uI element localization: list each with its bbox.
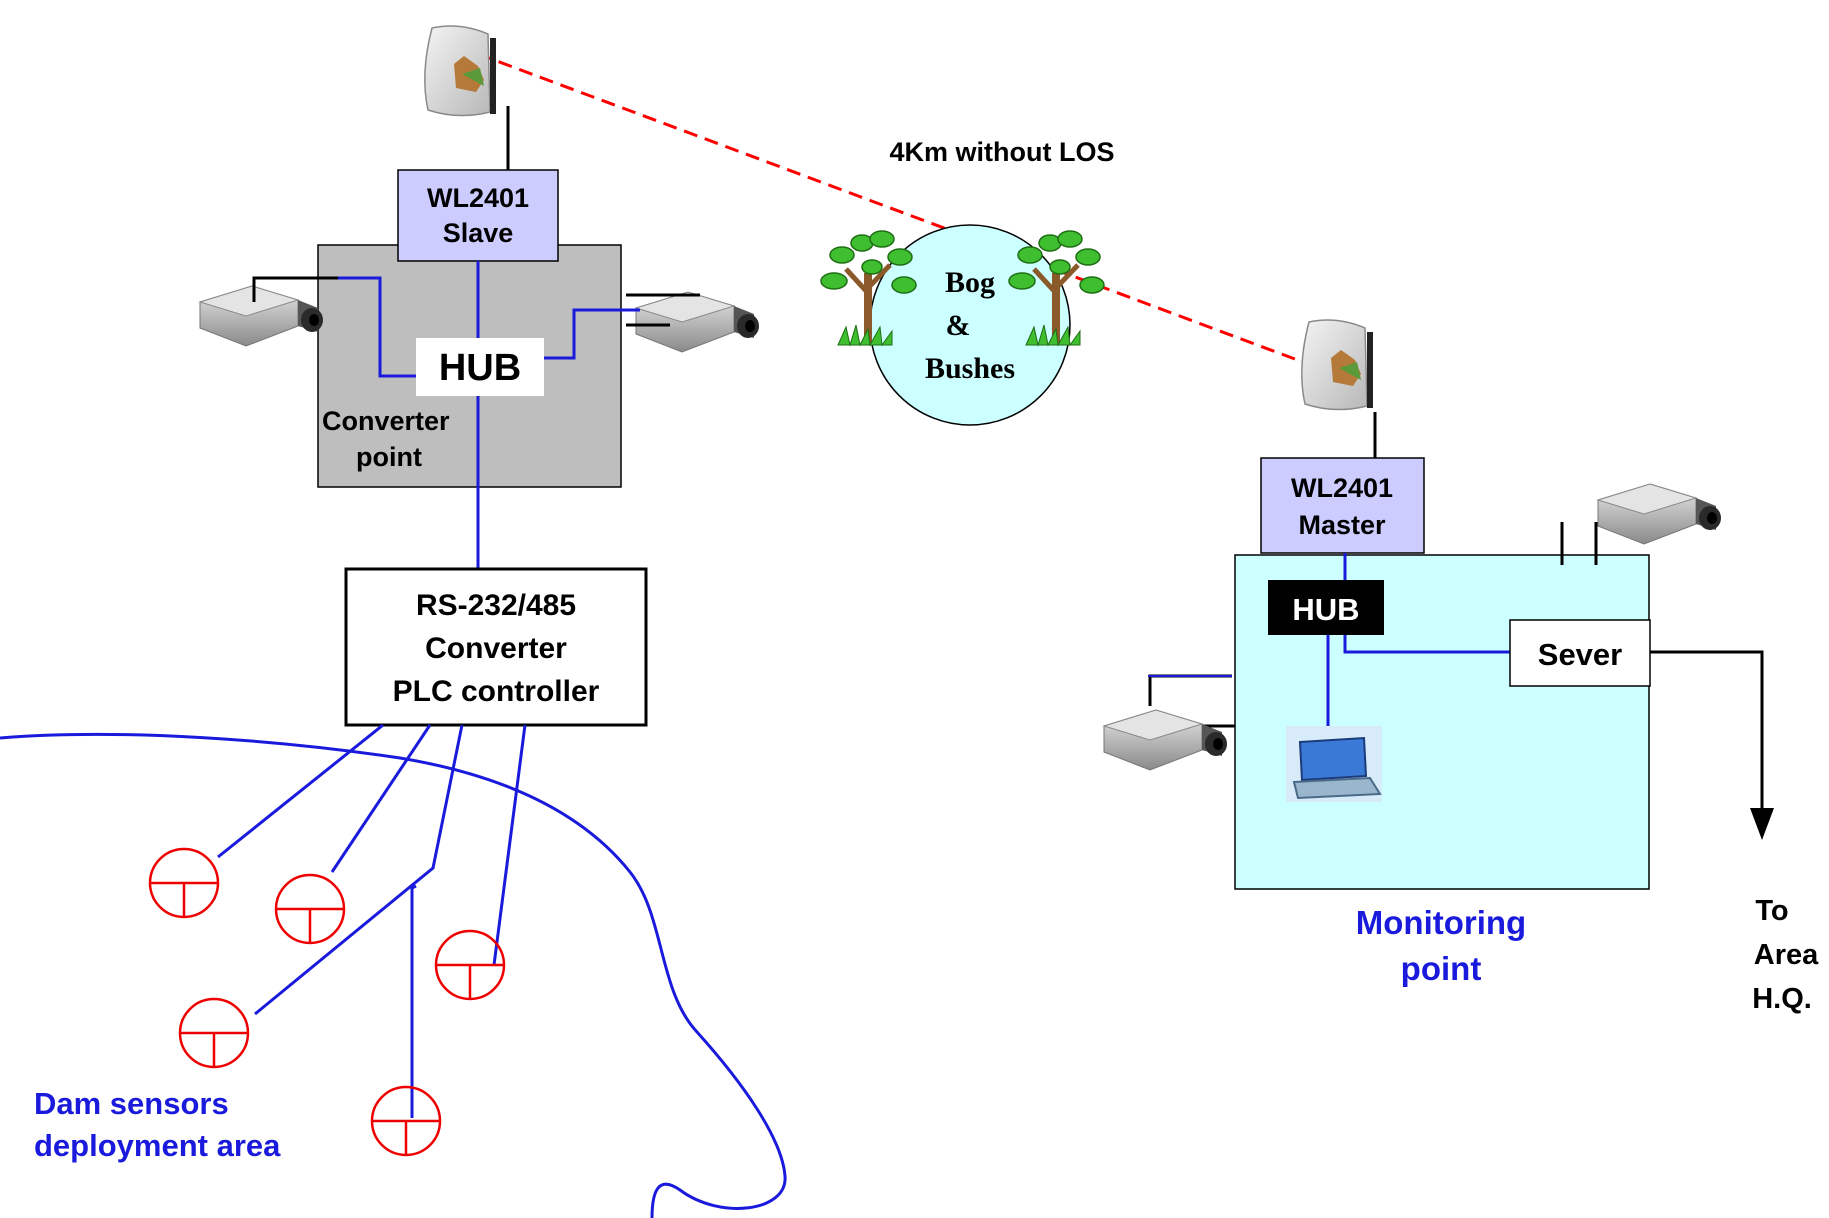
slave-radio-model: WL2401	[427, 183, 529, 213]
destination-line1: To	[1755, 895, 1788, 927]
camera-icon	[635, 291, 760, 353]
converter-point-subtitle: point	[356, 442, 422, 472]
plc-interface-label: RS-232/485	[416, 589, 576, 622]
monitoring-point-title: Monitoring	[1356, 904, 1526, 941]
obstacle-subtitle: Bushes	[925, 352, 1015, 385]
sensor-icon	[148, 847, 220, 919]
obstacle-title: Bog	[945, 266, 995, 299]
link-distance-label: 4Km without LOS	[890, 137, 1115, 167]
camera-icon	[199, 285, 324, 347]
destination-line3: H.Q.	[1752, 983, 1812, 1015]
monitoring-point-subtitle: point	[1401, 950, 1482, 987]
dam-boundary-line	[0, 732, 787, 1218]
plc-controller-label: PLC controller	[393, 675, 600, 708]
sensor-icon	[370, 1085, 442, 1157]
slave-radio-box	[397, 169, 559, 262]
sensors-area-title: Dam sensors	[34, 1086, 229, 1121]
obstacle-connector: &	[946, 309, 971, 342]
master-radio-role: Master	[1298, 510, 1386, 540]
laptop-icon	[1286, 726, 1382, 802]
server-label: Sever	[1538, 637, 1622, 672]
camera-icon	[1103, 709, 1228, 771]
camera-icon	[1597, 483, 1722, 545]
sensor-icon	[434, 929, 506, 1001]
destination-line2: Area	[1754, 939, 1819, 971]
server-box	[1509, 619, 1651, 687]
master-radio-box	[1260, 457, 1425, 554]
converter-point-title: Converter	[322, 406, 450, 436]
slave-antenna-icon	[424, 25, 497, 117]
destination-arrow-icon	[1750, 808, 1774, 840]
converter-hub-label: HUB	[439, 347, 521, 389]
sensor-icon	[178, 997, 250, 1069]
sensors-area-subtitle: deployment area	[34, 1128, 281, 1163]
monitoring-hub-box	[1268, 580, 1384, 635]
master-radio-model: WL2401	[1291, 473, 1393, 503]
plc-converter-label: Converter	[425, 632, 567, 665]
converter-hub-box	[416, 338, 544, 396]
monitoring-hub-label: HUB	[1292, 592, 1359, 627]
sensor-icon	[274, 873, 346, 945]
plc-converter-box	[344, 567, 648, 727]
slave-radio-role: Slave	[443, 218, 514, 248]
master-antenna-icon	[1301, 319, 1374, 411]
